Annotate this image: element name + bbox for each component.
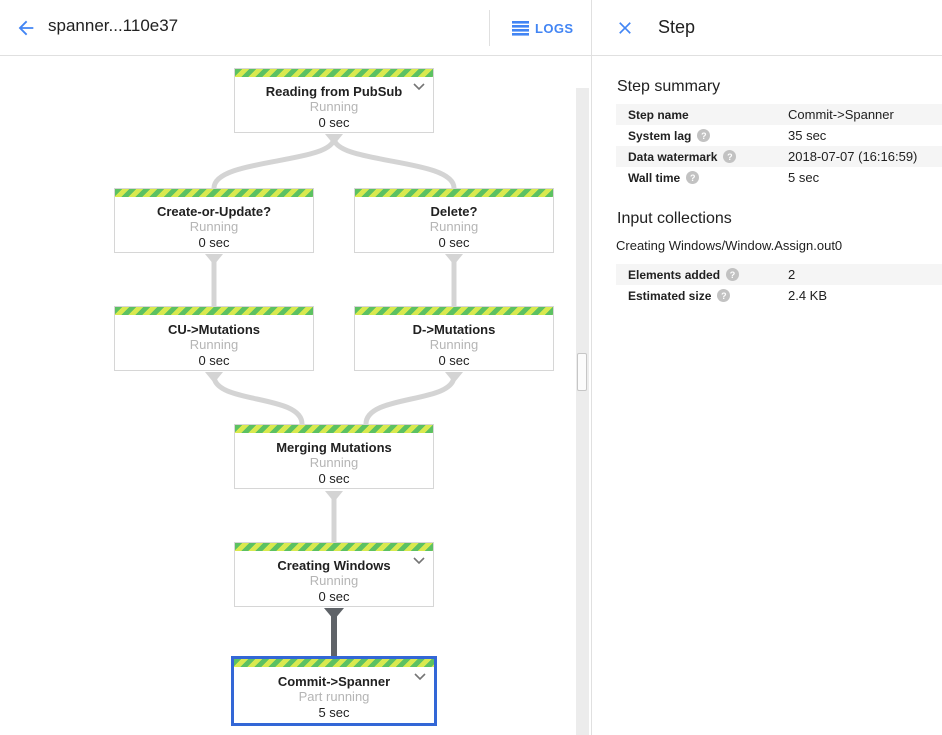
running-stripe <box>235 69 433 77</box>
node-title: CU->Mutations <box>167 322 261 337</box>
node-title: D->Mutations <box>412 322 496 337</box>
node-status: Running <box>309 99 359 114</box>
running-stripe <box>115 189 313 197</box>
node-title: Delete? <box>430 204 478 219</box>
node-status: Running <box>429 219 479 234</box>
help-icon[interactable]: ? <box>697 129 711 142</box>
graph-node-d-mutations[interactable]: D->Mutations Running 0 sec <box>354 306 554 371</box>
running-stripe <box>235 425 433 433</box>
table-row: Estimated size ? 2.4 KB <box>616 285 942 306</box>
graph-node-reading-from-pubsub[interactable]: Reading from PubSub Running 0 sec <box>234 68 434 133</box>
table-row: System lag ? 35 sec <box>616 125 942 146</box>
row-value: Commit->Spanner <box>788 107 894 122</box>
node-title: Create-or-Update? <box>156 204 272 219</box>
row-label: Estimated size <box>628 288 712 303</box>
panel-title: Step <box>658 17 696 37</box>
node-status: Running <box>429 337 479 352</box>
node-title: Reading from PubSub <box>265 84 403 99</box>
row-label: System lag <box>628 128 692 143</box>
row-label: Wall time <box>628 170 681 185</box>
row-value: 2 <box>788 267 796 282</box>
arrow-back-icon <box>18 20 34 36</box>
chevron-down-icon[interactable] <box>413 83 425 91</box>
step-summary-table: Step name Commit->Spanner System lag ? 3… <box>616 104 942 188</box>
table-row: Data watermark ? 2018-07-07 (16:16:59) <box>616 146 942 167</box>
graph-node-cu-mutations[interactable]: CU->Mutations Running 0 sec <box>114 306 314 371</box>
graph-node-creating-windows[interactable]: Creating Windows Running 0 sec <box>234 542 434 607</box>
step-details-panel: Step Step summary Step name Commit->Span… <box>591 0 942 735</box>
chevron-down-icon[interactable] <box>414 673 426 681</box>
logs-button[interactable]: LOGS <box>504 13 581 43</box>
row-label: Step name <box>628 107 689 122</box>
node-time: 0 sec <box>318 115 350 130</box>
logs-list-icon <box>512 20 529 36</box>
graph-vertical-scrollbar[interactable] <box>576 88 589 735</box>
back-button[interactable] <box>12 14 40 42</box>
step-summary-heading: Step summary <box>617 78 721 95</box>
node-title: Merging Mutations <box>276 440 392 455</box>
graph-node-merging-mutations[interactable]: Merging Mutations Running 0 sec <box>234 424 434 489</box>
graph-node-delete[interactable]: Delete? Running 0 sec <box>354 188 554 253</box>
help-icon[interactable]: ? <box>726 268 740 281</box>
node-status: Running <box>309 455 359 470</box>
running-stripe <box>234 659 434 667</box>
table-row: Step name Commit->Spanner <box>616 104 942 125</box>
node-time: 0 sec <box>198 353 230 368</box>
node-time: 0 sec <box>318 589 350 604</box>
row-label: Elements added <box>628 267 721 282</box>
job-graph-canvas[interactable]: Reading from PubSub Running 0 sec Create… <box>0 56 591 735</box>
scrollbar-thumb[interactable] <box>577 353 587 391</box>
node-time: 0 sec <box>318 471 350 486</box>
close-panel-button[interactable] <box>612 15 638 41</box>
help-icon[interactable]: ? <box>723 150 737 163</box>
help-icon[interactable]: ? <box>686 171 700 184</box>
row-value: 5 sec <box>788 170 820 185</box>
running-stripe <box>355 189 553 197</box>
node-status: Running <box>189 219 239 234</box>
table-row: Elements added ? 2 <box>616 264 942 285</box>
node-status: Running <box>309 573 359 588</box>
node-time: 0 sec <box>438 353 470 368</box>
row-value: 2018-07-07 (16:16:59) <box>788 149 918 164</box>
graph-node-commit-spanner-selected[interactable]: Commit->Spanner Part running 5 sec <box>231 656 437 726</box>
node-time: 5 sec <box>318 705 350 720</box>
row-value: 2.4 KB <box>788 288 828 303</box>
top-bar: spanner...110e37 LOGS <box>0 0 591 56</box>
close-icon <box>619 21 631 34</box>
graph-node-create-or-update[interactable]: Create-or-Update? Running 0 sec <box>114 188 314 253</box>
toolbar-divider <box>489 10 490 46</box>
input-collections-table: Elements added ? 2 Estimated size ? 2.4 … <box>616 264 942 306</box>
node-title: Commit->Spanner <box>277 674 391 689</box>
node-status: Running <box>189 337 239 352</box>
node-time: 0 sec <box>198 235 230 250</box>
graph-edges <box>205 134 463 656</box>
running-stripe <box>115 307 313 315</box>
help-icon[interactable]: ? <box>717 289 731 302</box>
table-row: Wall time ? 5 sec <box>616 167 942 188</box>
panel-header: Step <box>592 0 942 56</box>
node-title: Creating Windows <box>277 558 391 573</box>
row-value: 35 sec <box>788 128 827 143</box>
chevron-down-icon[interactable] <box>413 557 425 565</box>
input-collections-heading: Input collections <box>617 210 732 227</box>
node-time: 0 sec <box>438 235 470 250</box>
node-status: Part running <box>298 689 370 704</box>
running-stripe <box>355 307 553 315</box>
input-collection-name: Creating Windows/Window.Assign.out0 <box>616 238 843 253</box>
running-stripe <box>235 543 433 551</box>
page-title: spanner...110e37 <box>48 16 179 35</box>
logs-button-label: LOGS <box>535 20 574 36</box>
row-label: Data watermark <box>628 149 718 164</box>
